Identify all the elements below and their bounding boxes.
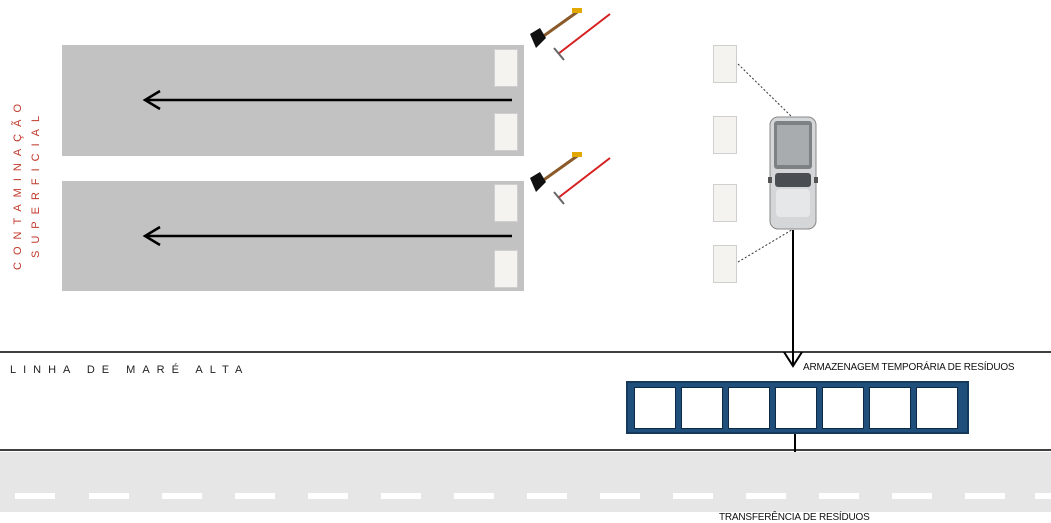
- arrow-strip-1: [142, 89, 512, 111]
- road-dash: [162, 493, 202, 499]
- temporary-storage-container: [626, 381, 969, 434]
- big-bag-icon: [916, 387, 958, 429]
- waste-bag-icon: [494, 113, 518, 151]
- big-bag-icon: [869, 387, 911, 429]
- waste-bag-icon: [494, 184, 518, 222]
- road-dash: [15, 493, 55, 499]
- road-dash: [673, 493, 713, 499]
- truck-link-bottom: [737, 227, 796, 263]
- big-bag-icon: [728, 387, 770, 429]
- waste-bag-icon: [713, 116, 737, 154]
- road-dash: [454, 493, 494, 499]
- temporary-storage-label: ARMAZENAGEM TEMPORÁRIA DE RESÍDUOS: [803, 362, 1015, 373]
- road-dash: [89, 493, 129, 499]
- road-dash: [381, 493, 421, 499]
- waste-transfer-label: TRANSFERÊNCIA DE RESÍDUOS: [719, 512, 870, 523]
- big-bag-icon: [681, 387, 723, 429]
- truck-to-storage-arrow: [783, 230, 803, 368]
- shovel-rake-icon: [530, 152, 611, 205]
- road-dash: [1035, 493, 1051, 499]
- waste-bag-icon: [494, 49, 518, 87]
- waste-bag-icon: [494, 250, 518, 288]
- arrow-strip-2: [142, 225, 512, 247]
- road-dash: [965, 493, 1005, 499]
- waste-bag-icon: [713, 45, 737, 83]
- high-tide-label: LINHA DE MARÉ ALTA: [10, 364, 250, 376]
- truck-link-top: [737, 63, 796, 121]
- road-dash: [235, 493, 275, 499]
- pickup-truck-icon: [768, 116, 818, 230]
- big-bag-icon: [775, 387, 817, 429]
- road-dash: [527, 493, 567, 499]
- road-dash: [600, 493, 640, 499]
- road-dash: [819, 493, 859, 499]
- road-dash: [308, 493, 348, 499]
- big-bag-icon: [822, 387, 864, 429]
- shovel-rake-icon: [530, 8, 611, 61]
- road-dash: [746, 493, 786, 499]
- waste-bag-icon: [713, 245, 737, 283]
- road-dash: [892, 493, 932, 499]
- waste-bag-icon: [713, 184, 737, 222]
- road: [0, 452, 1051, 512]
- big-bag-icon: [634, 387, 676, 429]
